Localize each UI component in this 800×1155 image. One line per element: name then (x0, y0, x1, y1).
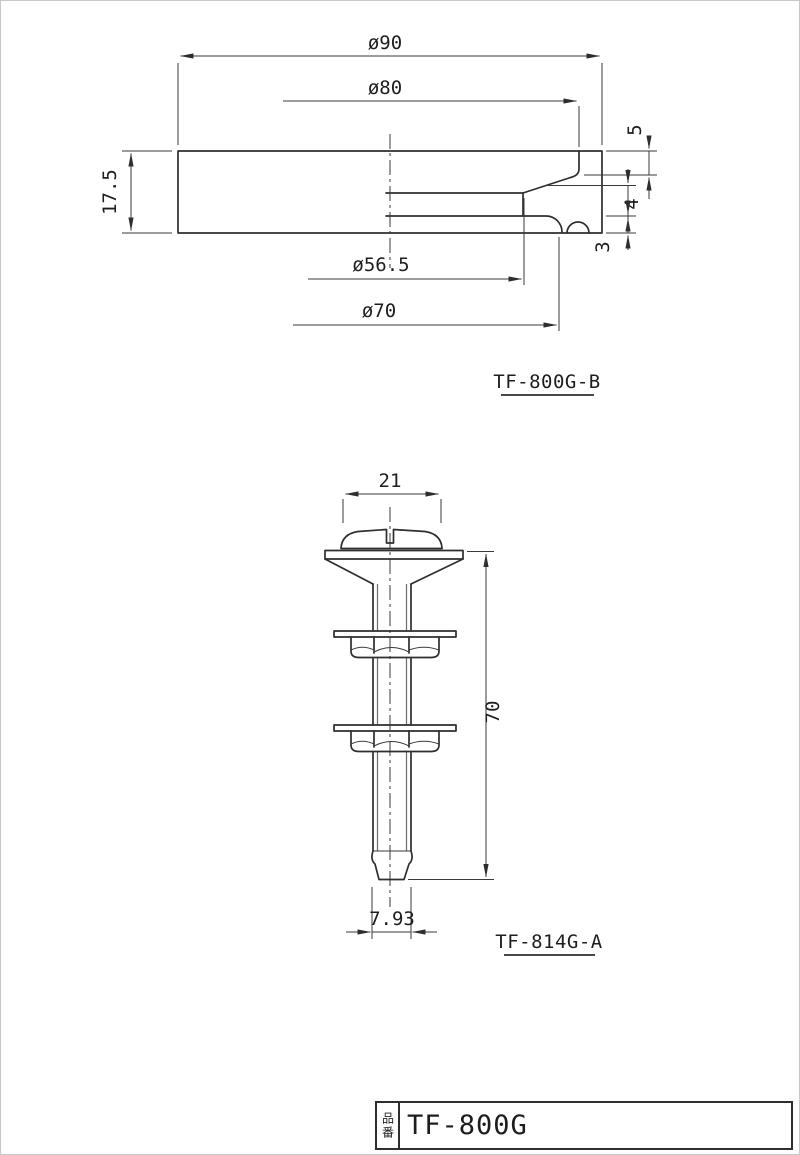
dim-d56-5-label: ø56.5 (352, 254, 409, 276)
title-block: 品番 TF-800G (375, 1101, 793, 1150)
dim-step4-label: 4 (621, 198, 643, 209)
dim-d90-label: ø90 (368, 32, 402, 54)
dim-lip3-label: 3 (592, 241, 614, 252)
flange-drawing: ø90 ø80 17.5 ø56.5 ø70 (99, 32, 657, 396)
part-number-value: TF-800G (407, 1110, 528, 1141)
dim-d70-label: ø70 (362, 300, 396, 322)
dim-d90: ø90 (177, 32, 603, 145)
bolt-flange-plate (324, 549, 464, 560)
bolt-view-label: TF-814G-A (495, 931, 603, 953)
dim-w21-label: 21 (379, 470, 402, 492)
dim-w21: 21 (342, 470, 442, 523)
dim-d56-5: ø56.5 (308, 198, 525, 285)
bolt-cone (324, 558, 464, 585)
bolt-head-dome (340, 528, 443, 549)
dim-d80: ø80 (283, 77, 580, 147)
flange-recess-wall (522, 150, 580, 217)
bolt-shaft-outline (372, 583, 412, 852)
flange-view-label: TF-800G-B (493, 371, 600, 393)
bolt-drawing: 21 (324, 470, 603, 956)
dim-depth5-label: 5 (624, 124, 646, 135)
dim-tip793: 7.93 (346, 887, 437, 939)
dim-height: 17.5 (99, 150, 172, 234)
dim-d70: ø70 (293, 237, 560, 331)
bolt-washer-nut-lower (333, 724, 457, 753)
dim-lip3: 3 (592, 200, 636, 253)
dim-depth5: 5 (584, 124, 657, 199)
bolt-tip (370, 850, 414, 881)
title-block-field-cell: 品番 (377, 1103, 400, 1148)
part-number-field-label: 品番 (380, 1111, 395, 1140)
dim-len70-label: 70 (482, 701, 504, 724)
flange-groove-arc (566, 221, 590, 234)
bolt-thread-lines (376, 584, 408, 851)
dim-height-label: 17.5 (99, 169, 121, 215)
dim-len70: 70 (408, 551, 504, 880)
title-block-value-cell: TF-800G (400, 1103, 791, 1148)
bolt-washer-nut-upper (333, 630, 457, 659)
flange-step-line (385, 215, 563, 233)
dim-tip793-label: 7.93 (369, 908, 415, 930)
dim-d80-label: ø80 (368, 77, 402, 99)
